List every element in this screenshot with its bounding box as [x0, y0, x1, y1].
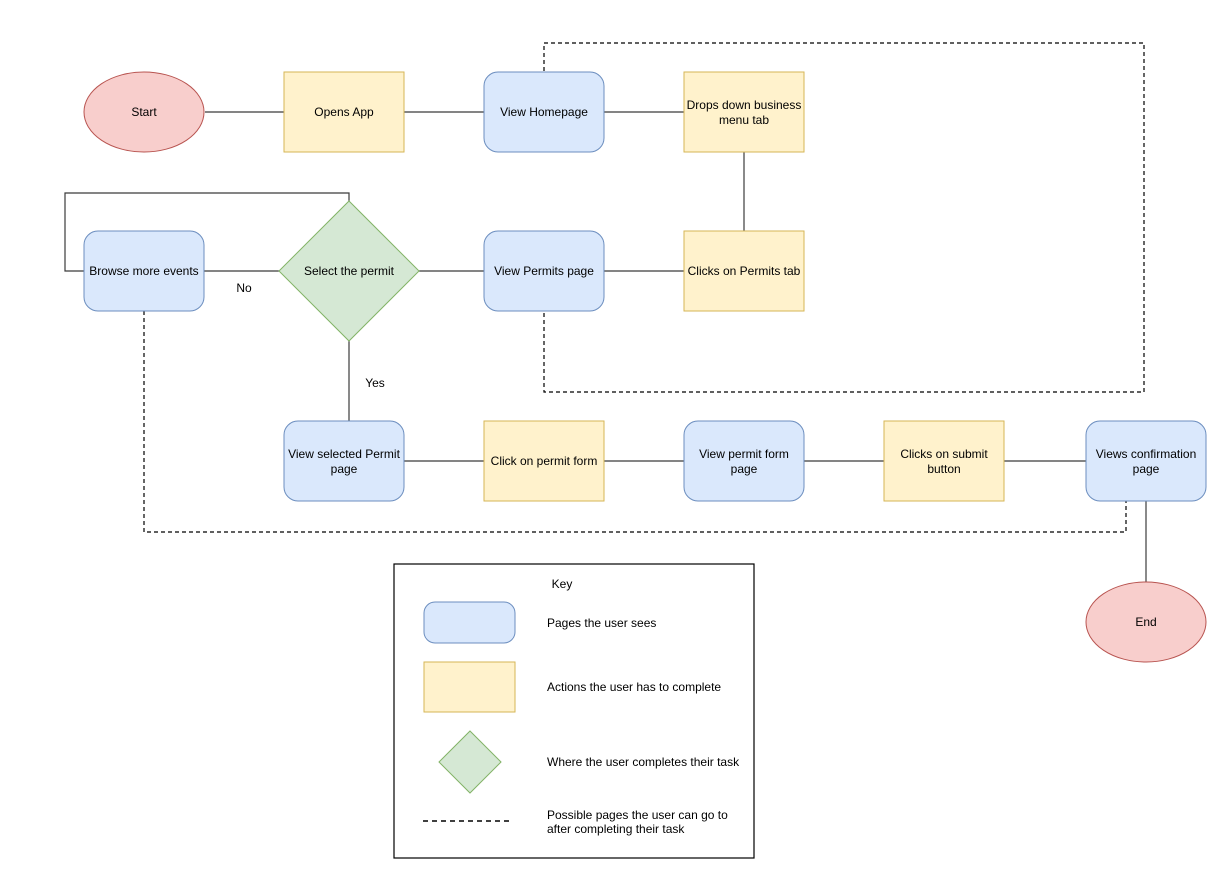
- clicks-permits-tab-action-shape: [683, 230, 805, 312]
- node-select-the-permit: Select the permit: [278, 200, 420, 342]
- key-legend: Key Pages the user sees Actions the user…: [393, 563, 755, 859]
- node-browse-more-events: Browse more events: [83, 230, 205, 312]
- node-drops-down-menu: Drops down business menu tab: [683, 71, 805, 153]
- view-permits-page-label: View Permits page: [494, 264, 594, 278]
- key-decision-label: Where the user completes their task: [547, 755, 740, 769]
- key-item-actions: Actions the user has to complete: [423, 661, 721, 713]
- browse-more-events-label: Browse more events: [89, 264, 198, 278]
- edge-browse-loop-decision: [64, 192, 350, 272]
- key-dashed-label-line2: after completing their task: [547, 822, 685, 836]
- click-permit-form-label: Click on permit form: [491, 454, 598, 468]
- edge-label-no: No: [236, 281, 252, 295]
- view-permit-form-label-line1: View permit form: [699, 447, 789, 461]
- node-start: Start: [83, 71, 205, 153]
- node-clicks-submit: Clicks on submit button: [883, 420, 1005, 502]
- key-title: Key: [552, 577, 573, 591]
- select-the-permit-label: Select the permit: [304, 264, 395, 278]
- views-confirmation-label-line2: page: [1133, 462, 1160, 476]
- key-item-decision: Where the user completes their task: [438, 730, 740, 794]
- browse-more-events-page-shape: [83, 230, 205, 312]
- view-permits-page-page-shape: [483, 230, 605, 312]
- dashed-path-confirmation-browse: [143, 311, 1127, 533]
- clicks-submit-label-line1: Clicks on submit: [900, 447, 988, 461]
- key-decision-node-swatch: [438, 730, 502, 794]
- node-opens-app: Opens App: [283, 71, 405, 153]
- node-view-homepage: View Homepage: [483, 71, 605, 153]
- key-action-node-swatch: [423, 661, 516, 713]
- opens-app-label: Opens App: [314, 105, 374, 119]
- node-clicks-permits-tab: Clicks on Permits tab: [683, 230, 805, 312]
- dashed-path-homepage-permits: [543, 42, 1145, 393]
- node-end: End: [1085, 581, 1207, 663]
- node-view-permits-page: View Permits page: [483, 230, 605, 312]
- start-label: Start: [131, 105, 157, 119]
- views-confirmation-page-shape: [1085, 420, 1207, 502]
- end-label: End: [1135, 615, 1156, 629]
- select-the-permit-decision-shape: [278, 200, 420, 342]
- key-item-dashed: Possible pages the user can go to after …: [423, 808, 728, 836]
- key-pages-label: Pages the user sees: [547, 616, 656, 630]
- start-terminator-shape: [83, 71, 205, 153]
- clicks-submit-action-shape: [883, 420, 1005, 502]
- key-dashed-label-line1: Possible pages the user can go to: [547, 808, 728, 822]
- opens-app-action-shape: [283, 71, 405, 153]
- view-homepage-label: View Homepage: [500, 105, 588, 119]
- edge-label-yes: Yes: [365, 376, 385, 390]
- views-confirmation-label-line1: Views confirmation: [1096, 447, 1197, 461]
- view-homepage-page-shape: [483, 71, 605, 153]
- view-permit-form-page-shape: [683, 420, 805, 502]
- end-terminator-shape: [1085, 581, 1207, 663]
- view-selected-permit-label-line2: page: [331, 462, 358, 476]
- clicks-submit-label-line2: button: [927, 462, 960, 476]
- drops-down-menu-label-line1: Drops down business: [687, 98, 802, 112]
- drops-down-menu-action-shape: [683, 71, 805, 153]
- node-click-permit-form: Click on permit form: [483, 420, 605, 502]
- clicks-permits-tab-label: Clicks on Permits tab: [688, 264, 801, 278]
- node-views-confirmation: Views confirmation page: [1085, 420, 1207, 502]
- view-permit-form-label-line2: page: [731, 462, 758, 476]
- drops-down-menu-label-line2: menu tab: [719, 113, 769, 127]
- click-permit-form-action-shape: [483, 420, 605, 502]
- node-view-selected-permit: View selected Permit page: [283, 420, 405, 502]
- view-selected-permit-label-line1: View selected Permit: [288, 447, 400, 461]
- key-page-node-swatch: [423, 601, 516, 644]
- key-item-pages: Pages the user sees: [423, 601, 656, 644]
- view-selected-permit-page-shape: [283, 420, 405, 502]
- key-actions-label: Actions the user has to complete: [547, 680, 721, 694]
- node-view-permit-form: View permit form page: [683, 420, 805, 502]
